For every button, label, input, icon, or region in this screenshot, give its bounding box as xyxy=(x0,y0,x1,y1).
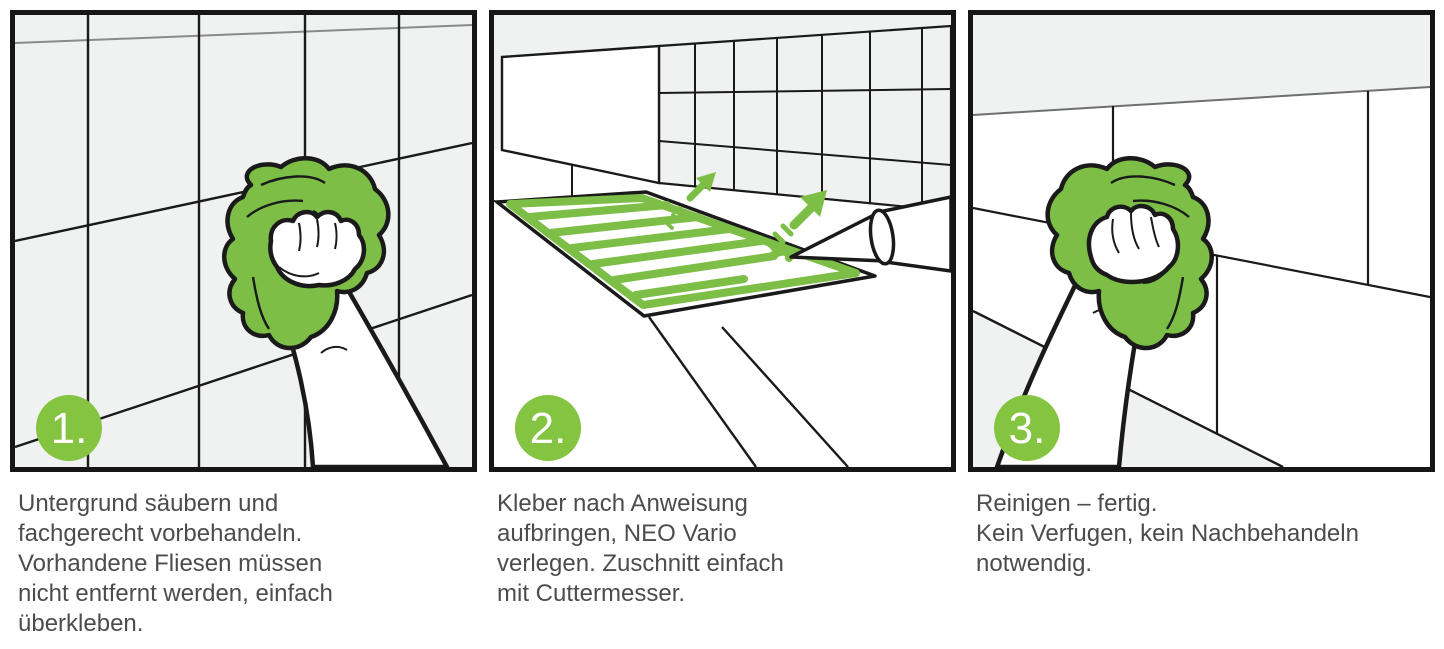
step-3-panel: 3. Reinigen – fertig. Kein Verfugen, kei… xyxy=(968,10,1435,639)
step-number-badge: 2. xyxy=(515,395,581,461)
caption-line: Untergrund säubern und xyxy=(18,490,279,517)
caption-line: überkleben. xyxy=(18,610,144,637)
caption-line: Vorhandene Fliesen müssen xyxy=(18,550,323,577)
caption-line: nicht entfernt werden, einfach xyxy=(18,580,333,607)
step-1-illustration: 1. xyxy=(10,10,477,472)
step-number-badge: 1. xyxy=(36,395,102,461)
step-number: 2. xyxy=(530,404,567,453)
step-1-panel: 1. Untergrund säubern und fachgerecht vo… xyxy=(10,10,477,639)
hand-icon xyxy=(268,209,367,289)
press-direction-arrows xyxy=(664,172,827,253)
hand-icon xyxy=(1086,203,1181,285)
caption-line: Reinigen – fertig. xyxy=(976,490,1158,517)
step-2-caption: Kleber nach Anweisung aufbringen, NEO Va… xyxy=(497,489,950,609)
caption-line: mit Cuttermesser. xyxy=(497,580,686,607)
caption-line: Kleber nach Anweisung xyxy=(497,490,748,517)
arrow-up-right-small-icon xyxy=(664,172,716,230)
caption-line: verlegen. Zuschnitt einfach xyxy=(497,550,784,577)
caption-line: Kein Verfugen, kein Nachbehandeln xyxy=(976,520,1359,547)
caption-line: aufbringen, NEO Vario xyxy=(497,520,737,547)
step-3-illustration: 3. xyxy=(968,10,1435,472)
counter-edge xyxy=(648,316,849,467)
caption-line: notwendig. xyxy=(976,550,1093,577)
step-number: 3. xyxy=(1009,404,1046,453)
caption-line: fachgerecht vorbehandeln. xyxy=(18,520,303,547)
step-3-caption: Reinigen – fertig. Kein Verfugen, kein N… xyxy=(976,489,1429,579)
step-number: 1. xyxy=(51,404,88,453)
caulk-gun-icon xyxy=(789,195,951,273)
adhesive-bead xyxy=(506,194,860,309)
neo-vario-board xyxy=(495,190,877,318)
step-1-caption: Untergrund säubern und fachgerecht vorbe… xyxy=(18,489,471,639)
step-2-illustration: 2. xyxy=(489,10,956,472)
step-2-panel: 2. Kleber nach Anweisung aufbringen, NEO… xyxy=(489,10,956,639)
step-number-badge: 3. xyxy=(994,395,1060,461)
arrow-up-right-large-icon xyxy=(764,190,827,253)
